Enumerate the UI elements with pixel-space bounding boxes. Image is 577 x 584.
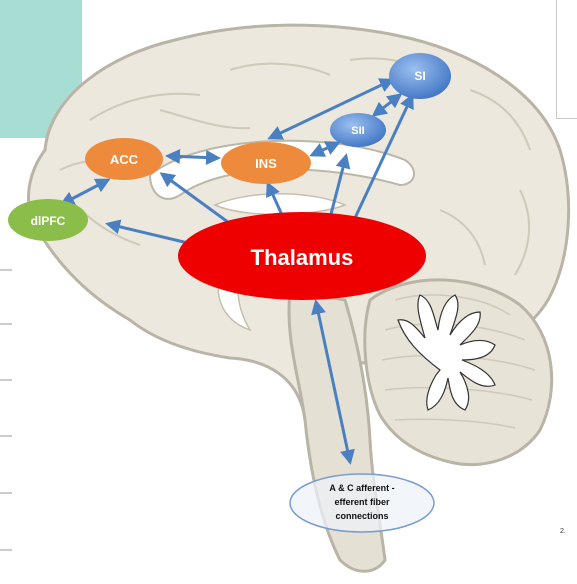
afferent-connections-node: A & C afferent - efferent fiber connecti… [290,474,434,532]
sii-label: SII [351,125,364,137]
node-ins: INS [221,142,311,184]
node-si: SI [389,53,451,99]
afferent-label-line-1: A & C afferent - [329,483,394,493]
page-number: 2. [560,528,566,535]
thalamus-label: Thalamus [251,245,354,270]
dlpfc-label: dlPFC [31,214,66,228]
node-dlpfc: dlPFC [8,199,88,241]
si-label: SI [414,69,425,83]
afferent-label-line-2: efferent fiber [334,497,390,507]
side-lines [0,270,12,550]
node-sii: SII [330,113,386,147]
ins-label: INS [255,156,277,171]
node-acc: ACC [85,138,163,180]
acc-label: ACC [110,152,139,167]
node-thalamus: Thalamus [178,212,426,300]
afferent-label-line-3: connections [335,511,388,521]
